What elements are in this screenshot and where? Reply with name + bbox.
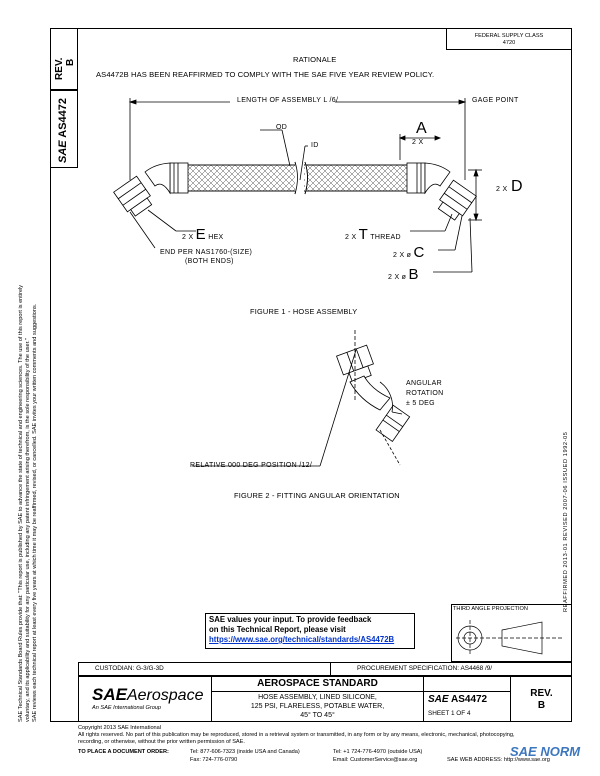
right-margin-dates: REAFFIRMED 2013-01 REVISED 2007-06 ISSUE… [563,431,569,613]
title-div1 [211,676,212,722]
fig1-d-2x: 2 X [496,186,508,193]
left-margin-disclaimer: SAE Technical Standards Board Rules prov… [18,284,38,722]
title-div2 [423,691,424,722]
sae-norm-watermark: SAE NORM [510,744,581,759]
footer-order-label: TO PLACE A DOCUMENT ORDER: [78,749,169,755]
title-div3 [510,676,511,722]
custodian-label: CUSTODIAN: G-3/G-3D [95,665,164,672]
fig1-hex-label: 2 X E HEX [182,226,224,243]
footer-fax: Fax: 724-776-0790 [190,757,238,763]
feedback-line2: on this Technical Report, please visit [209,625,346,634]
figure2-caption: FIGURE 2 - FITTING ANGULAR ORIENTATION [234,491,400,500]
title-rev: REV. B [530,688,553,711]
fig1-end-per: END PER NAS1760-(SIZE) [160,249,253,256]
left-rev-box [50,28,78,90]
figure1-caption: FIGURE 1 - HOSE ASSEMBLY [250,307,358,316]
footer-email[interactable]: Email: CustomerService@sae.org [333,757,418,763]
procurement-divider [330,662,331,676]
rationale-text: AS4472B HAS BEEN REAFFIRMED TO COMPLY WI… [96,70,435,79]
title-doc-number: SAE AS4472 [428,694,488,705]
fig1-c-label: 2 X ø C [393,244,425,261]
fig1-d-letter: D [511,178,523,195]
rationale-heading: RATIONALE [293,55,337,64]
left-doc-number: SAE AS4472 [57,97,69,163]
fig1-both-ends: (BOTH ENDS) [185,258,234,265]
figure2-fitting-angular [192,330,411,467]
feedback-line1: SAE values your input. To provide feedba… [209,615,372,624]
fig1-length-label: LENGTH OF ASSEMBLY L /6/ [237,97,339,104]
third-angle-projection-symbol [456,620,564,656]
left-rev-label: REV.B [54,57,76,80]
aerospace-standard-label: AEROSPACE STANDARD [257,678,378,689]
fig1-a-letter: A [416,120,427,137]
feedback-text: SAE values your input. To provide feedba… [209,615,394,645]
title-hline [211,691,510,692]
fig2-deg: ± 5 DEG [406,400,435,407]
footer-tel2: Tel: +1 724-776-4970 (outside USA) [333,749,423,755]
title-sheet: SHEET 1 OF 4 [428,710,471,717]
title-description: HOSE ASSEMBLY, LINED SILICONE, 125 PSI, … [250,694,385,719]
feedback-box [205,613,415,649]
fig2-relative: RELATIVE 000 DEG POSITION /12/ [190,462,313,469]
title-block [78,676,572,722]
fig2-rotation: ROTATION [406,390,444,397]
federal-supply-box [446,28,572,50]
procurement-label: PROCUREMENT SPECIFICATION: AS4468 /9/ [357,665,493,672]
title-vline-top [423,676,424,691]
feedback-link[interactable]: https://www.sae.org/technical/standards/… [209,635,395,644]
custodian-row [78,662,572,676]
fig1-gage-point: GAGE POINT [472,97,519,104]
fig1-od-label: OD [276,124,288,131]
figure1-hose-assembly [113,98,482,273]
footer-copyright: Copyright 2013 SAE International All rig… [78,725,515,745]
fig2-angular: ANGULAR [406,380,442,387]
fig1-b-label: 2 X ø B [388,266,419,283]
footer-tel1: Tel: 877-606-7323 (inside USA and Canada… [190,749,300,755]
footer-web[interactable]: SAE WEB ADDRESS: http://www.sae.org [447,757,550,763]
fig1-id-label: ID [311,142,319,149]
left-docnum-box [50,90,78,168]
fig1-thread-label: 2 X T THREAD [345,226,401,243]
sae-aerospace-logo: SAEAerospace An SAE International Group [92,685,204,711]
projection-box [451,604,572,662]
fig1-a-2x: 2 X [412,139,424,146]
federal-supply-class: FEDERAL SUPPLY CLASS 4720 [474,33,544,46]
projection-label: THIRD ANGLE PROJECTION [453,606,528,612]
